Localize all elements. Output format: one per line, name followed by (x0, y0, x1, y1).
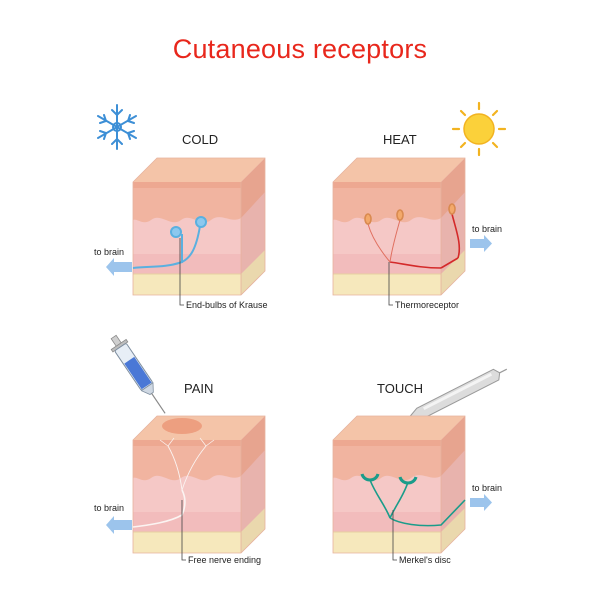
touch-to-brain-label: to brain (472, 483, 502, 493)
heat-to-brain-label: to brain (472, 224, 502, 234)
cold-receptor (132, 216, 207, 269)
snowflake-icon (97, 104, 137, 150)
touch-receptor (360, 473, 466, 527)
pain-skin-block (132, 415, 266, 554)
touch-callout: Merkel's disc (399, 555, 451, 565)
touch-callout-line (392, 510, 397, 561)
cold-callout-line (179, 238, 184, 306)
pain-callout: Free nerve ending (188, 555, 261, 565)
pain-callout-line (181, 500, 186, 561)
heat-callout: Thermoreceptor (395, 300, 459, 310)
cold-callout: End-bulbs of Krause (186, 300, 268, 310)
pain-to-brain-label: to brain (94, 503, 124, 513)
syringe-icon (110, 334, 166, 414)
cold-to-brain-label: to brain (94, 247, 124, 257)
touch-title: TOUCH (377, 381, 423, 396)
heat-receptor (364, 203, 461, 269)
pain-panel: PAIN to brain Free nerve ending (94, 334, 266, 565)
page-title: Cutaneous receptors (172, 34, 428, 64)
sun-icon (451, 101, 507, 157)
heat-skin-block (332, 157, 466, 296)
touch-skin-block (332, 415, 466, 554)
cold-title: COLD (182, 132, 218, 147)
heat-to-brain-arrow (470, 235, 492, 252)
cold-to-brain-arrow (106, 258, 132, 276)
touch-to-brain-arrow (470, 494, 492, 511)
heat-title: HEAT (383, 132, 417, 147)
heat-panel: HEAT to brain Thermoreceptor (332, 101, 507, 310)
touch-panel: TOUCH to brain Merkel's disc (332, 368, 508, 565)
cold-panel: COLD to brain End-bulbs of Krause (94, 104, 268, 310)
pain-injection-spot (162, 418, 202, 434)
heat-callout-line (388, 262, 393, 306)
pain-to-brain-arrow (106, 516, 132, 534)
pain-title: PAIN (184, 381, 213, 396)
